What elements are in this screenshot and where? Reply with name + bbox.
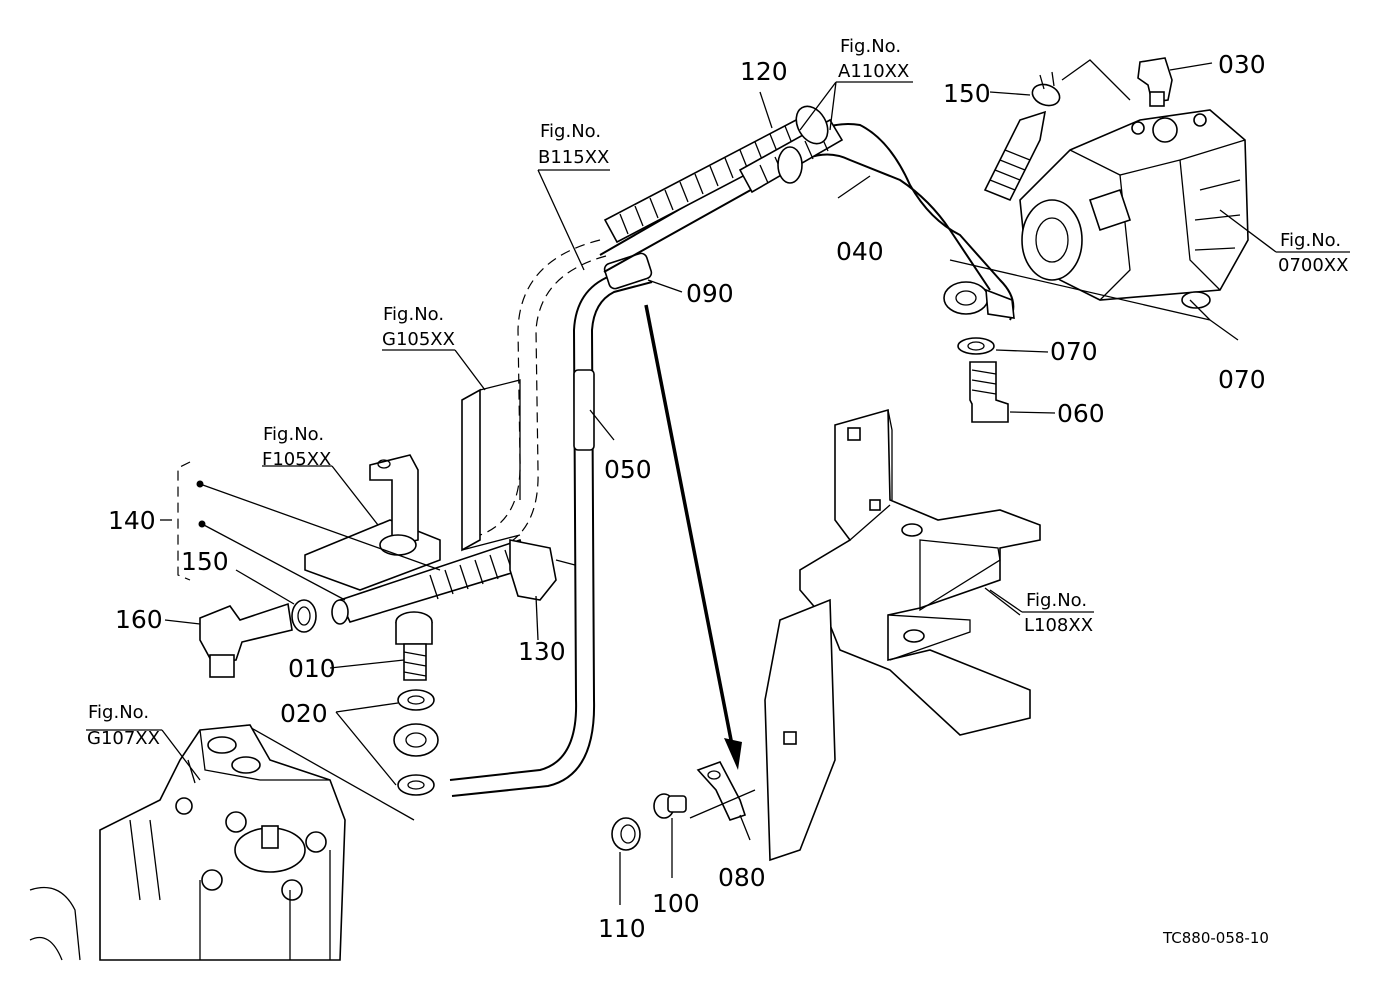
bolt-100: [653, 793, 687, 878]
figref-b115-code: B115XX: [538, 147, 609, 168]
pipe-040: [599, 123, 1015, 321]
label-070-a: 070: [1050, 337, 1098, 366]
leader-lines: [86, 81, 1350, 781]
label-020: 020: [280, 699, 328, 728]
figref-l108: Fig.No. L108XX: [1024, 590, 1093, 636]
label-130: 130: [518, 637, 566, 666]
clamp-150-top: [983, 59, 1131, 202]
figref-a110-code: A110XX: [838, 61, 909, 82]
figref-a110-prefix: Fig.No.: [840, 36, 901, 57]
label-110: 110: [598, 914, 646, 943]
figref-a110: Fig.No. A110XX: [838, 36, 909, 82]
figref-f105: Fig.No. F105XX: [262, 424, 331, 470]
label-090: 090: [686, 279, 734, 308]
label-060: 060: [1057, 399, 1105, 428]
valve-body-g107: [29, 724, 346, 961]
banjo-bolt-010: [329, 611, 433, 681]
hydraulic-pump: [1019, 109, 1249, 301]
figref-f105-prefix: Fig.No.: [263, 424, 324, 445]
figref-g105: Fig.No. G105XX: [382, 304, 455, 350]
bracket-g105: [461, 379, 521, 552]
part-labels: 030 120 150 040 090 070 070 060 050 140 …: [108, 50, 1266, 943]
figref-f105-code: F105XX: [262, 449, 331, 470]
figref-l108-code: L108XX: [1024, 615, 1093, 636]
nut-110: [611, 817, 641, 905]
figref-b115: Fig.No. B115XX: [538, 121, 609, 168]
washers-020: [245, 689, 439, 821]
banjo-fitting-right: [943, 259, 1239, 423]
clip-080: [689, 761, 756, 841]
elbow-160: [164, 602, 293, 678]
drawing-code: TC880-058-10: [1162, 929, 1269, 947]
figref-o700-prefix: Fig.No.: [1280, 230, 1341, 251]
bracket-140: [160, 461, 441, 601]
hose-130: [331, 538, 576, 625]
figure-refs: Fig.No. A110XX Fig.No. B115XX Fig.No. 07…: [87, 36, 1348, 749]
figref-g107-code: G107XX: [87, 728, 160, 749]
label-140: 140: [108, 506, 156, 535]
bracket-f105: [304, 454, 441, 591]
figref-o700: Fig.No. 0700XX: [1278, 230, 1348, 276]
label-070-b: 070: [1218, 365, 1266, 394]
label-150-left: 150: [181, 547, 229, 576]
label-080: 080: [718, 863, 766, 892]
figref-b115-prefix: Fig.No.: [540, 121, 601, 142]
label-160: 160: [115, 605, 163, 634]
label-010: 010: [288, 654, 336, 683]
dashed-pipe: [479, 239, 607, 549]
figref-g107-prefix: Fig.No.: [88, 702, 149, 723]
label-050: 050: [604, 455, 652, 484]
bracket-l108: [764, 408, 1041, 862]
elbow-030: [1137, 57, 1213, 107]
clamp-150-left: [235, 569, 317, 633]
figref-g105-prefix: Fig.No.: [383, 304, 444, 325]
pipe-050: [449, 252, 653, 797]
figref-l108-prefix: Fig.No.: [1026, 590, 1087, 611]
label-040: 040: [836, 237, 884, 266]
hose-120: [603, 105, 844, 244]
figref-o700-code: 0700XX: [1278, 255, 1348, 276]
label-100: 100: [652, 889, 700, 918]
figref-g107: Fig.No. G107XX: [87, 702, 160, 749]
figref-g105-code: G105XX: [382, 329, 455, 350]
assembly-arrow: [644, 304, 742, 770]
label-120: 120: [740, 57, 788, 86]
label-150-top: 150: [943, 79, 991, 108]
label-030: 030: [1218, 50, 1266, 79]
